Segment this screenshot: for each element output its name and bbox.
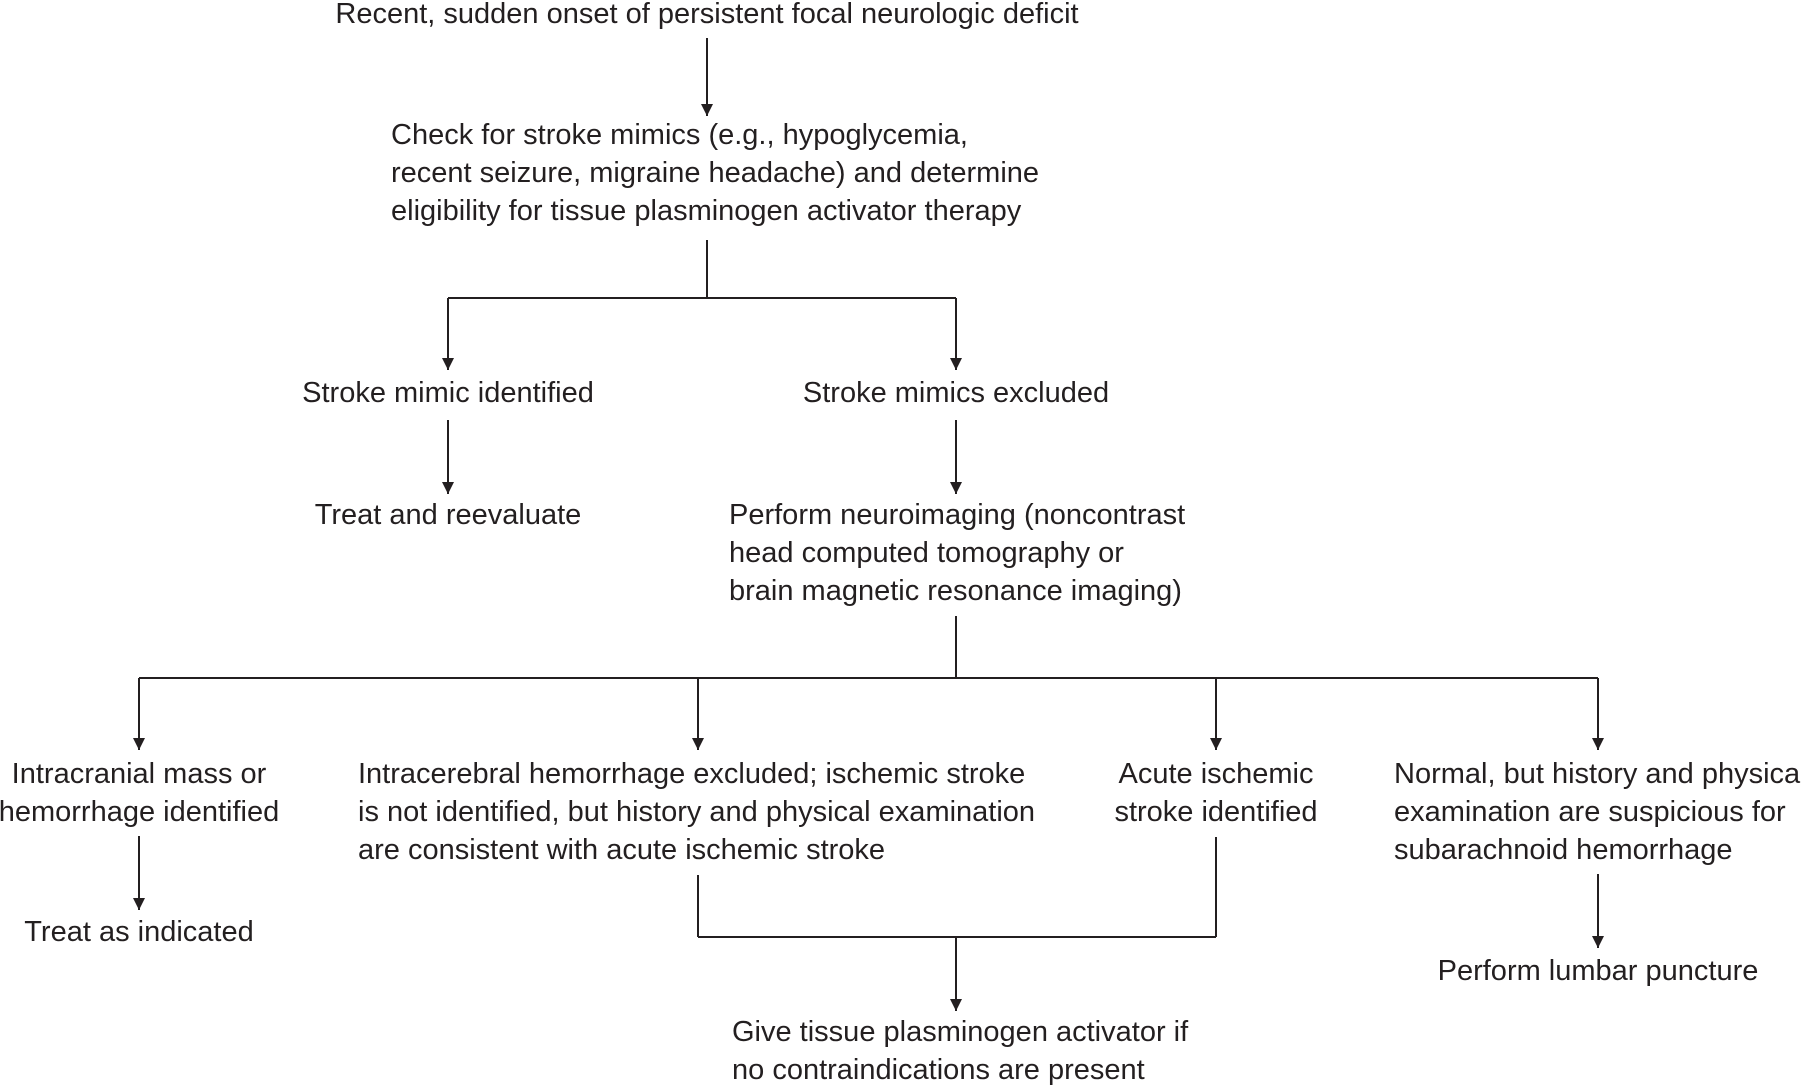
node-onset: Recent, sudden onset of persistent focal… xyxy=(307,0,1107,33)
node-normal-sah: Normal, but history and physical examina… xyxy=(1394,755,1801,869)
node-line: Check for stroke mimics (e.g., hypoglyce… xyxy=(391,119,968,151)
node-line: head computed tomography or xyxy=(729,537,1124,569)
node-lumbar-puncture: Perform lumbar puncture xyxy=(1418,952,1778,990)
node-line: hemorrhage identified xyxy=(0,796,280,828)
node-line: Normal, but history and physical xyxy=(1394,758,1801,790)
node-line: Treat and reevaluate xyxy=(314,499,582,531)
node-mimic-identified: Stroke mimic identified xyxy=(248,374,648,412)
node-line: no contraindications are present xyxy=(732,1054,1145,1086)
node-line: Acute ischemic xyxy=(1118,758,1314,790)
node-line: Perform lumbar puncture xyxy=(1437,955,1759,987)
node-line: recent seizure, migraine headache) and d… xyxy=(391,157,1040,189)
node-line: examination are suspicious for xyxy=(1394,796,1786,828)
node-line: Perform neuroimaging (noncontrast xyxy=(729,499,1186,531)
node-line: Give tissue plasminogen activator if xyxy=(732,1016,1189,1048)
node-line: Intracranial mass or xyxy=(11,758,267,790)
node-line: subarachnoid hemorrhage xyxy=(1394,834,1733,866)
node-give-tpa: Give tissue plasminogen activator if no … xyxy=(732,1013,1188,1089)
node-mass-hemorrhage: Intracranial mass or hemorrhage identifi… xyxy=(0,755,284,831)
node-line: brain magnetic resonance imaging) xyxy=(729,575,1182,607)
node-line: Stroke mimic identified xyxy=(302,377,594,409)
node-line: Treat as indicated xyxy=(24,916,254,948)
node-line: eligibility for tissue plasminogen activ… xyxy=(391,195,1022,227)
node-line: stroke identified xyxy=(1114,796,1318,828)
node-neuroimaging: Perform neuroimaging (noncontrast head c… xyxy=(729,496,1185,610)
node-mimics-excluded: Stroke mimics excluded xyxy=(756,374,1156,412)
node-acute-ischemic: Acute ischemic stroke identified xyxy=(1096,755,1336,831)
node-treat-reevaluate: Treat and reevaluate xyxy=(248,496,648,534)
node-line: is not identified, but history and physi… xyxy=(358,796,1036,828)
node-check-mimics: Check for stroke mimics (e.g., hypoglyce… xyxy=(391,116,1039,230)
node-ich-excluded: Intracerebral hemorrhage excluded; ische… xyxy=(358,755,1035,869)
node-line: Recent, sudden onset of persistent focal… xyxy=(335,0,1079,30)
node-line: Stroke mimics excluded xyxy=(802,377,1110,409)
node-treat-indicated: Treat as indicated xyxy=(0,913,279,951)
node-line: are consistent with acute ischemic strok… xyxy=(358,834,886,866)
node-line: Intracerebral hemorrhage excluded; ische… xyxy=(358,758,1026,790)
